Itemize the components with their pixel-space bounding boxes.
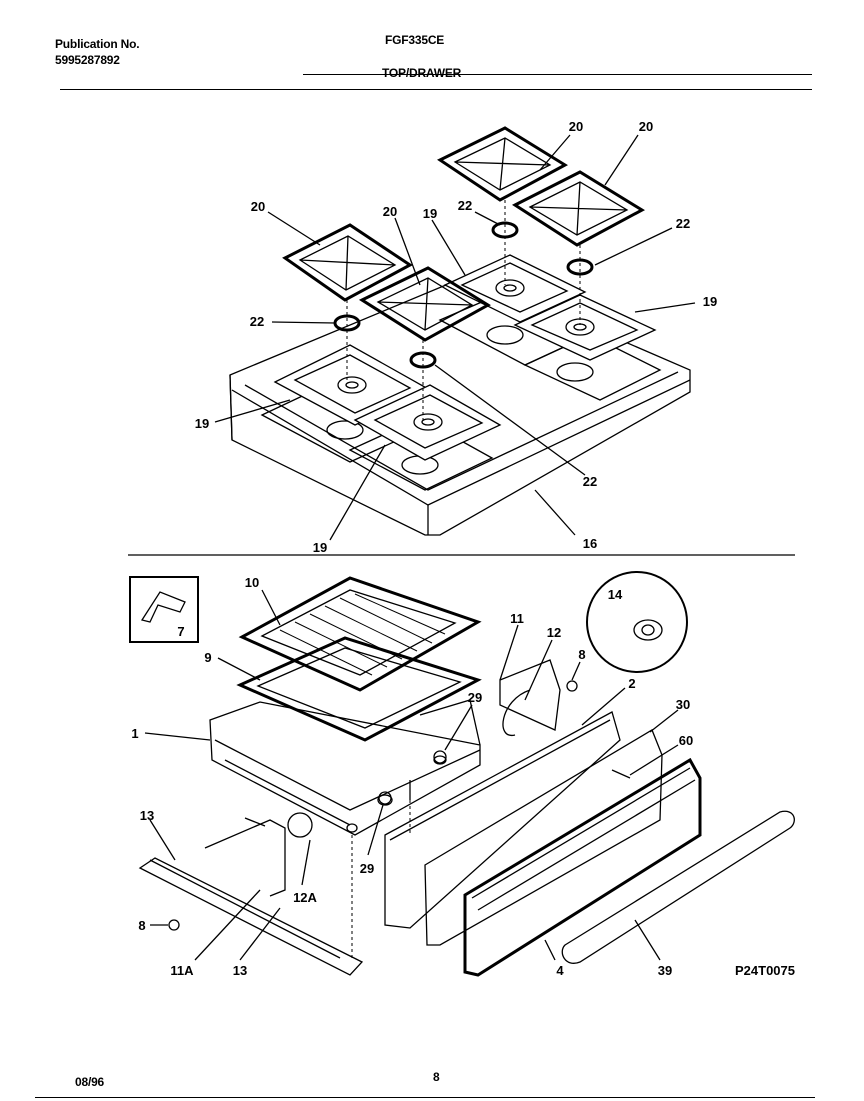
- callout-16: 16: [583, 536, 597, 551]
- broiler-pan: [236, 636, 482, 742]
- callout-20: 20: [383, 204, 397, 219]
- section-rule: [303, 74, 812, 75]
- callout-19: 19: [703, 294, 717, 309]
- callout-29: 29: [360, 861, 374, 876]
- callout-10: 10: [245, 575, 259, 590]
- drawer-liner: [384, 711, 621, 929]
- grate-rear-right: [511, 170, 646, 247]
- small-hardware: [168, 680, 631, 931]
- callout-19: 19: [195, 416, 209, 431]
- drawer-slide-left: [138, 819, 364, 976]
- callout-11: 11: [510, 611, 524, 626]
- drawer-handle: [561, 810, 795, 964]
- burner-tray-front-right: [353, 384, 502, 461]
- callout-22: 22: [458, 198, 472, 213]
- callout-29: 29: [468, 690, 482, 705]
- drawer-front-panel: [463, 757, 702, 977]
- callout-13: 13: [140, 808, 154, 823]
- publication-label: Publication No.: [55, 37, 140, 51]
- callout-8: 8: [578, 647, 585, 662]
- page-number: 8: [433, 1070, 440, 1084]
- callout-4: 4: [556, 963, 564, 978]
- burner-tray-rear-left: [443, 254, 587, 323]
- callout-19: 19: [423, 206, 437, 221]
- callout-8: 8: [138, 918, 145, 933]
- callout-12A: 12A: [293, 890, 317, 905]
- section-title: TOP/DRAWER: [382, 66, 462, 80]
- figure-id: P24T0075: [735, 963, 795, 978]
- callout-39: 39: [658, 963, 672, 978]
- callout-2: 2: [628, 676, 635, 691]
- callout-22: 22: [676, 216, 690, 231]
- callout-20: 20: [639, 119, 653, 134]
- callout-1: 1: [131, 726, 138, 741]
- callout-60: 60: [679, 733, 693, 748]
- callout-13: 13: [233, 963, 247, 978]
- model-number: FGF335CE: [385, 33, 445, 47]
- callout-7: 7: [177, 624, 184, 639]
- callout-19: 19: [313, 540, 327, 555]
- footer-date: 08/96: [75, 1075, 105, 1089]
- callout-14: 14: [608, 587, 623, 602]
- knob-inset: [586, 571, 688, 673]
- drawer-front-inner: [424, 729, 663, 946]
- callout-12: 12: [547, 625, 561, 640]
- grate-front-right: [358, 266, 491, 342]
- callout-20: 20: [569, 119, 583, 134]
- drawer-body: [209, 699, 481, 836]
- callout-9: 9: [204, 650, 211, 665]
- header-rule: [60, 89, 812, 90]
- inset-clip-box: [129, 576, 199, 643]
- leader-lines-bottom: [144, 589, 679, 961]
- alignment-lines: [346, 200, 581, 420]
- callout-22: 22: [583, 474, 597, 489]
- callout-20: 20: [251, 199, 265, 214]
- callout-30: 30: [676, 697, 690, 712]
- footer-rule: [35, 1097, 815, 1098]
- callout-11A: 11A: [170, 963, 194, 978]
- alignment-lines-bottom: [351, 800, 411, 960]
- leader-lines-top: [214, 134, 696, 541]
- publication-number: 5995287892: [55, 53, 120, 67]
- grate-front-left: [282, 223, 413, 302]
- callout-22: 22: [250, 314, 264, 329]
- broiler-grid: [238, 576, 482, 692]
- drawer-slide-right: [499, 659, 561, 731]
- callout-labels: 20 20 20 20 19 22 22 19 22 19 22 19 16 1…: [131, 119, 795, 978]
- grate-rear-left: [437, 126, 569, 202]
